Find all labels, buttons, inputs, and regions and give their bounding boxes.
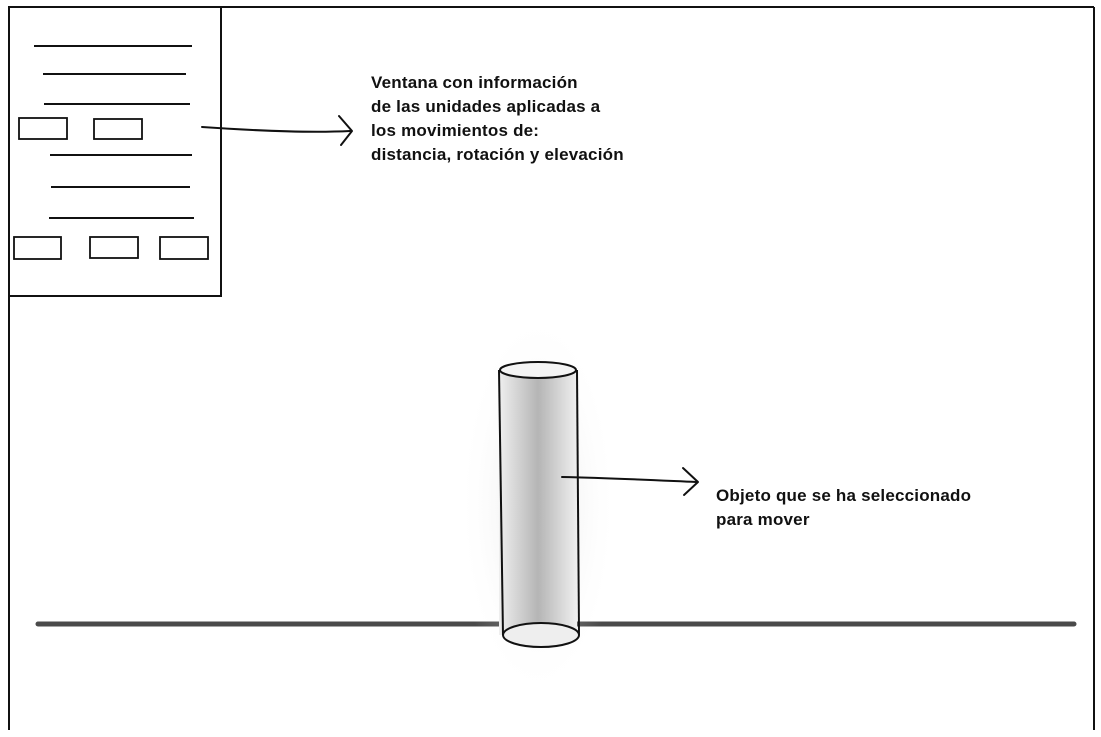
annotation-line: de las unidades aplicadas a [371, 97, 601, 116]
annotation-line: Ventana con información [371, 73, 578, 92]
annotation-line: los movimientos de: [371, 121, 540, 140]
info-window-panel [8, 6, 222, 297]
selected-object-annotation: Objeto que se ha seleccionado para mover [716, 484, 971, 532]
cylinder-object-icon[interactable] [458, 310, 618, 700]
object-pointer-arrow [561, 467, 699, 496]
annotation-line: distancia, rotación y elevación [371, 145, 624, 164]
annotation-line: para mover [716, 510, 810, 529]
info-window-boxes [13, 117, 209, 260]
info-window-text-lines [34, 45, 194, 219]
window-info-annotation: Ventana con información de las unidades … [371, 71, 624, 167]
window-pointer-arrow [201, 115, 353, 146]
annotation-line: Objeto que se ha seleccionado [716, 486, 972, 505]
